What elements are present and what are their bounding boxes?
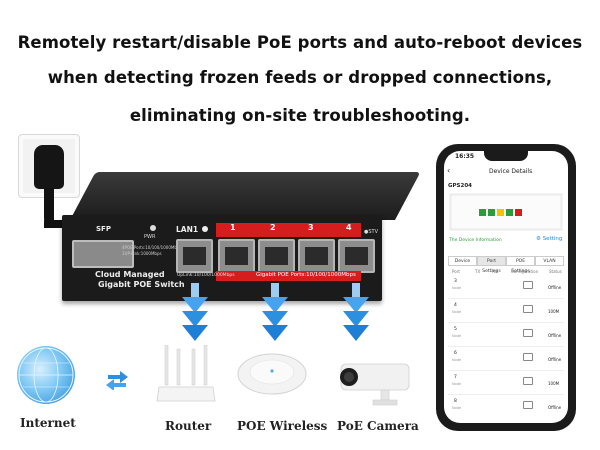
poe-ports-text: Gigabit POE Ports:10/100/1000Mbps xyxy=(256,272,356,278)
row-sub: Node xyxy=(452,382,462,386)
back-icon[interactable]: ‹ xyxy=(447,166,451,175)
router-label: Router xyxy=(165,419,212,433)
spec-text: 4POE Ports:10/100/1000Mbps 1UP-Link:1000… xyxy=(122,245,181,257)
col-tx: TX xyxy=(475,269,481,274)
down-arrow-icon-wireless xyxy=(260,283,290,343)
row-status: 100M xyxy=(548,381,560,386)
table-row: 7 Node 100M xyxy=(448,372,564,395)
table-row: 5 Node Offline xyxy=(448,324,564,347)
model-line-2: Gigabit POE Switch xyxy=(98,280,185,289)
bullet-camera-icon xyxy=(333,358,413,412)
status-time: 16:35 xyxy=(455,153,475,160)
col-configuration: Configuration xyxy=(511,269,539,274)
uplink-text: UpLink:10/100/1000Mbps xyxy=(177,273,235,278)
port-number-3: 3 xyxy=(308,223,314,232)
table-row: 4 Node 100M xyxy=(448,300,564,323)
model-line-1: Cloud Managed xyxy=(95,270,165,279)
pwr-label: PWR xyxy=(144,234,156,240)
gear-icon: ⚙ xyxy=(536,236,541,242)
header-title: Device Details xyxy=(489,168,533,175)
setting-label: Setting xyxy=(542,236,563,242)
lan1-label: LAN1 xyxy=(176,225,199,234)
device-diagram xyxy=(449,193,563,231)
row-status: Offline xyxy=(548,405,562,410)
row-port: 5 xyxy=(454,327,457,332)
tab-device[interactable]: Device xyxy=(448,256,477,266)
uplink-port xyxy=(176,239,213,273)
phone-notch xyxy=(484,151,528,161)
internet-label: Internet xyxy=(20,416,76,430)
poe-port-band xyxy=(216,223,361,237)
row-port: 6 xyxy=(454,351,457,356)
power-cable-segment xyxy=(44,220,68,228)
switch-top-panel xyxy=(70,172,421,220)
poe-band-bottom xyxy=(216,271,361,281)
sfp-port xyxy=(72,240,134,268)
poe-port-1 xyxy=(218,239,255,273)
router-icon xyxy=(155,344,217,411)
port-config-icon[interactable] xyxy=(523,377,533,385)
poe-port-2 xyxy=(258,239,295,273)
col-status: Status xyxy=(549,269,562,274)
table-row: 8 Node Offline xyxy=(448,396,564,418)
power-plug xyxy=(34,145,64,189)
row-port: 3 xyxy=(454,279,457,284)
headline-line-1: Remotely restart/disable PoE ports and a… xyxy=(17,33,583,52)
row-sub: Node xyxy=(452,286,462,290)
spec-line-2: 1UP-Link:1000Mbps xyxy=(122,251,162,256)
device-name: GPS204 xyxy=(448,183,472,189)
row-sub: Node xyxy=(452,334,462,338)
port-number-4: 4 xyxy=(346,223,352,232)
row-status: 100M xyxy=(548,309,560,314)
power-cable xyxy=(44,188,54,228)
port-config-icon[interactable] xyxy=(523,353,533,361)
tab-poe-settings[interactable]: POE Settings xyxy=(506,256,535,274)
port-number-1: 1 xyxy=(230,223,236,232)
table-row: 3 Node Offline xyxy=(448,276,564,299)
sfp-label: SFP xyxy=(96,225,111,233)
tab-port-settings[interactable]: Port Settings xyxy=(477,256,506,274)
spec-line-1: 4POE Ports:10/100/1000Mbps xyxy=(122,245,182,250)
poe-camera-label: PoE Camera xyxy=(337,419,419,433)
down-arrow-icon-router xyxy=(180,283,210,343)
row-sub: Node xyxy=(452,358,462,362)
port-config-icon[interactable] xyxy=(523,401,533,409)
poe-port-4 xyxy=(338,239,375,273)
poe-port-3 xyxy=(298,239,335,273)
port-config-icon[interactable] xyxy=(523,329,533,337)
device-info-label: The Device Information xyxy=(449,238,502,243)
col-rx: RX xyxy=(492,269,498,274)
lan1-led xyxy=(202,226,208,232)
headline-line-3: eliminating on-site troubleshooting. xyxy=(129,106,471,125)
headline-line-2: when detecting frozen feeds or dropped c… xyxy=(47,68,553,87)
poe-wireless-label: POE Wireless xyxy=(237,419,328,433)
row-status: Offline xyxy=(548,333,562,338)
row-sub: Node xyxy=(452,406,462,410)
ceiling-ap-icon xyxy=(236,350,308,400)
port-number-2: 2 xyxy=(270,223,276,232)
row-status: Offline xyxy=(548,357,562,362)
poe-switch: SFP PWR LAN1 4POE Ports:10/100/1000Mbps … xyxy=(62,215,382,301)
port-config-icon[interactable] xyxy=(523,305,533,313)
table-row: 6 Node Offline xyxy=(448,348,564,371)
col-port: Port xyxy=(452,269,460,274)
row-port: 8 xyxy=(454,399,457,404)
down-arrow-icon-camera xyxy=(341,283,371,343)
tab-bar: Device Port Settings POE Settings VLAN xyxy=(448,256,564,274)
row-port: 4 xyxy=(454,303,457,308)
row-sub: Node xyxy=(452,310,462,314)
power-led xyxy=(150,225,156,231)
brand-logo: ●STV xyxy=(364,229,379,235)
row-port: 7 xyxy=(454,375,457,380)
bidirectional-arrow-icon xyxy=(104,370,130,394)
row-status: Offline xyxy=(548,285,562,290)
tab-vlan[interactable]: VLAN xyxy=(535,256,564,266)
globe-icon xyxy=(17,346,75,404)
setting-link[interactable]: ⚙ Setting xyxy=(536,236,562,242)
port-config-icon[interactable] xyxy=(523,281,533,289)
